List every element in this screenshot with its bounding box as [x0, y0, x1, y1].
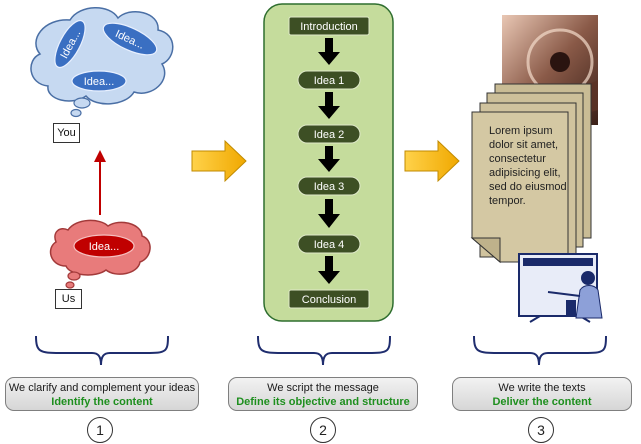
flow-idea-3: Idea 3	[297, 176, 361, 196]
presenter-icon	[518, 253, 603, 323]
document-pages	[470, 83, 592, 264]
right-arrow-icon	[404, 139, 460, 183]
flow-label: Idea 2	[314, 129, 345, 141]
flow-intro: Introduction	[288, 16, 370, 36]
caption-subtitle: Define its objective and structure	[236, 396, 410, 408]
down-arrow-icon	[318, 38, 340, 284]
idea-label: Idea...	[89, 241, 120, 253]
idea-ellipse-3: Idea...	[71, 70, 127, 92]
flow-label: Idea 4	[314, 239, 345, 251]
thought-cloud-you	[30, 7, 174, 118]
thought-cloud-us: Idea...	[49, 219, 151, 289]
caption-step-3: We write the texts Deliver the content	[452, 377, 632, 411]
flow-idea-1: Idea 1	[297, 70, 361, 90]
caption-text: We write the texts	[498, 382, 586, 394]
flow-conclusion: Conclusion	[288, 289, 370, 309]
page-text: Lorem ipsum dolor sit amet, consectetur …	[489, 125, 567, 207]
up-arrow-icon	[94, 150, 106, 215]
idea-label: Idea...	[84, 76, 115, 88]
flow-label: Introduction	[300, 21, 357, 33]
flow-label: Idea 3	[314, 181, 345, 193]
step-number-3: 3	[528, 417, 554, 443]
you-label: You	[53, 123, 80, 143]
caption-subtitle: Identify the content	[51, 396, 153, 408]
flow-label: Conclusion	[302, 294, 356, 306]
caption-text: We clarify and complement your ideas	[8, 382, 196, 394]
flow-label: Idea 1	[314, 75, 345, 87]
step-number-1: 1	[87, 417, 113, 443]
flow-idea-2: Idea 2	[297, 124, 361, 144]
caption-subtitle: Deliver the content	[492, 396, 592, 408]
caption-step-1: We clarify and complement your ideas Ide…	[5, 377, 199, 411]
idea-ellipse-2: Idea...	[102, 22, 158, 56]
bracket	[35, 335, 607, 366]
us-label: Us	[55, 289, 82, 309]
right-arrow-icon	[191, 139, 247, 183]
step-number-2: 2	[310, 417, 336, 443]
caption-step-2: We script the message Define its objecti…	[228, 377, 418, 411]
caption-text: We script the message	[267, 382, 379, 394]
flow-idea-4: Idea 4	[297, 234, 361, 254]
